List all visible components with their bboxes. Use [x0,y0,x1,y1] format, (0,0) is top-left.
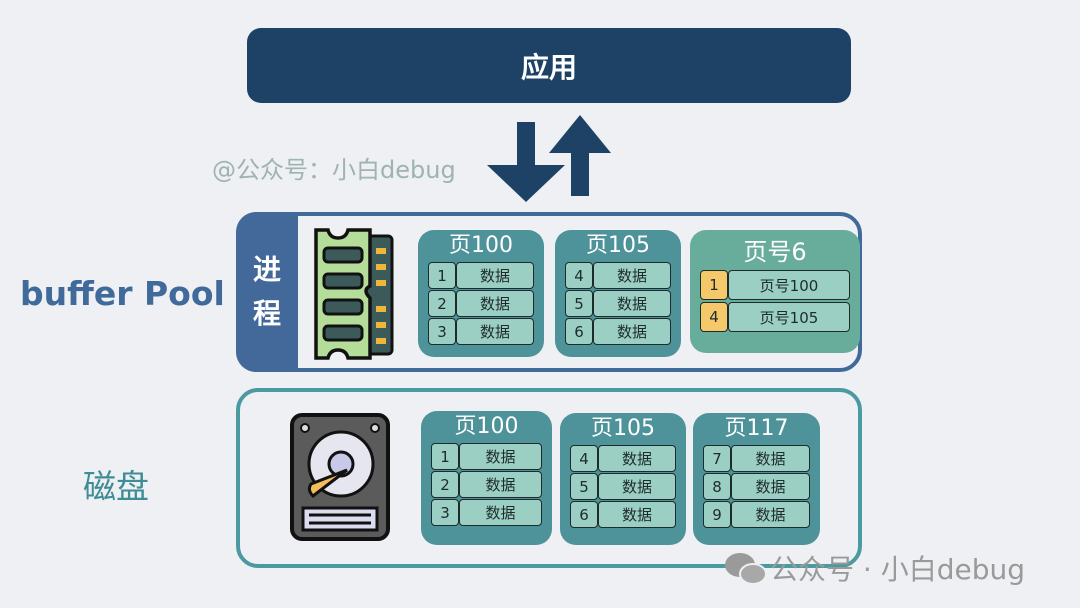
process-char: 程 [252,297,281,330]
row-value: 数据 [456,318,534,345]
row-number: 1 [700,270,728,300]
row-value: 数据 [598,501,676,528]
row-number: 1 [428,262,456,289]
row-value: 页号100 [728,270,850,300]
hard-disk-icon [290,413,390,541]
row-value: 数据 [456,262,534,289]
process-char: 进 [252,253,281,286]
row-value: 数据 [459,443,542,470]
row-value: 数据 [593,290,671,317]
disk-box [236,388,862,568]
row-value: 数据 [459,499,542,526]
page-title: 页号6 [743,238,807,266]
memory-icon [314,228,394,360]
row-number: 9 [703,501,731,528]
row-number: 8 [703,473,731,500]
wechat-icon [725,553,767,585]
row-number: 4 [700,302,728,332]
row-value: 数据 [731,445,810,472]
row-value: 数据 [593,318,671,345]
row-value: 数据 [731,473,810,500]
page-title: 页105 [591,416,655,441]
page-title: 页105 [586,233,650,258]
row-value: 数据 [731,501,810,528]
row-value: 数据 [593,262,671,289]
row-number: 6 [570,501,598,528]
row-number: 5 [570,473,598,500]
row-number: 3 [431,499,459,526]
page-title: 页117 [724,416,789,441]
footer-watermark: 公众号 · 小白debug [770,553,1025,586]
application-bar: 应用 [247,28,851,103]
disk-label: 磁盘 [83,467,149,506]
page-title: 页100 [454,414,519,439]
watermark-top: @公众号：小白debug [212,156,456,184]
arrows [487,115,611,202]
row-number: 3 [428,318,456,345]
row-value: 数据 [459,471,542,498]
row-number: 2 [428,290,456,317]
row-number: 4 [570,445,598,472]
row-number: 7 [703,445,731,472]
row-number: 1 [431,443,459,470]
page-title: 页100 [449,233,513,258]
row-value: 页号105 [728,302,850,332]
row-value: 数据 [598,473,676,500]
buffer-pool-label: buffer Pool [20,274,225,313]
process-tab: 进 程 [236,212,298,372]
up-arrow-icon [549,115,611,196]
down-arrow-icon [487,122,565,202]
row-value: 数据 [598,445,676,472]
row-number: 5 [565,290,593,317]
row-number: 2 [431,471,459,498]
row-number: 4 [565,262,593,289]
row-number: 6 [565,318,593,345]
row-value: 数据 [456,290,534,317]
